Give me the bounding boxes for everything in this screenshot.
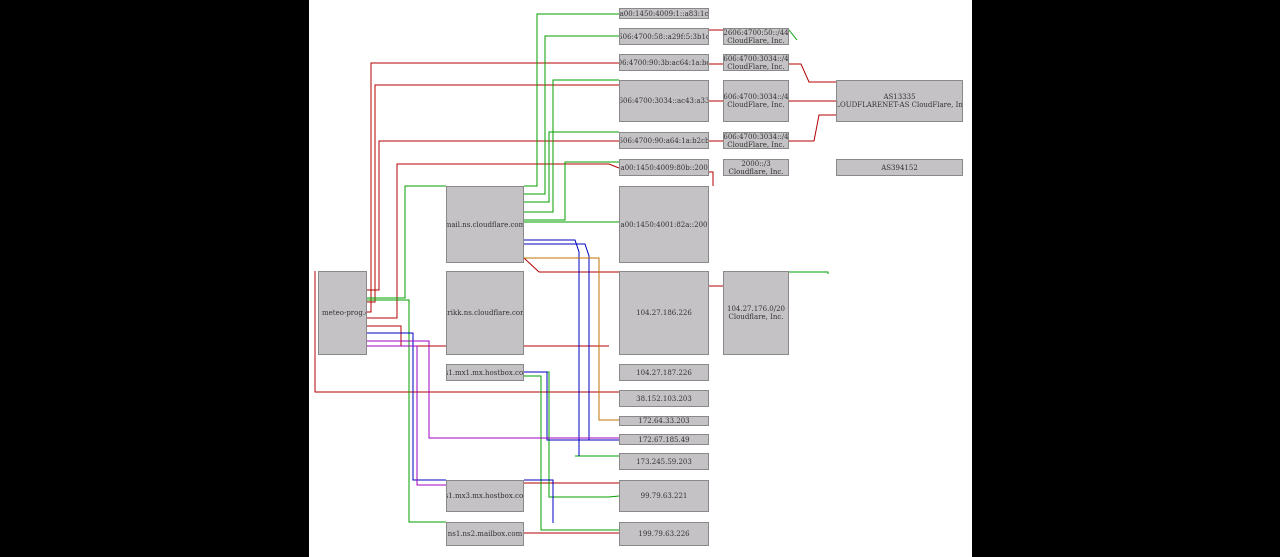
edge-red-1 <box>367 84 619 303</box>
edge-green-19 <box>524 35 619 195</box>
edge-orange-39 <box>524 257 619 421</box>
node-ns-elidi[interactable]: krikk.ns.cloudflare.com <box>446 271 524 355</box>
edge-green-30 <box>788 29 798 41</box>
edge-red-11 <box>789 63 836 83</box>
edge-red-0 <box>367 62 619 313</box>
node-domain-label: meteo-prog.com <box>322 309 366 317</box>
edge-green-24 <box>367 185 446 299</box>
node-mx3[interactable]: ns1.mx3.mx.hostbox.com <box>446 480 524 512</box>
edge-red-2 <box>367 140 619 291</box>
node-pfx-5-label: 2000::/3 Cloudflare, Inc. <box>728 159 784 176</box>
node-v6-b-label: 2606:4700:58::a29f:5:3b1cb <box>619 32 708 41</box>
node-v6-b[interactable]: 2606:4700:58::a29f:5:3b1cb <box>619 28 709 45</box>
node-asn-cloudflare-label: AS13335 CLOUDFLARENET-AS CloudFlare, Inc… <box>836 93 963 109</box>
edge-green-31 <box>789 271 829 274</box>
edge-red-3 <box>367 163 620 319</box>
node-ip-4[interactable]: 172.64.33.203 <box>619 416 709 426</box>
node-v6-a[interactable]: 2a00:1450:4009:1::a83:1cb <box>619 8 709 19</box>
node-mx3-label: ns1.mx3.mx.hostbox.com <box>447 492 524 500</box>
node-asn-other-label: AS394152 <box>881 163 918 172</box>
node-ip-2[interactable]: 104.27.187.226 <box>619 364 709 381</box>
node-ip-2-label: 104.27.187.226 <box>636 368 692 377</box>
node-v6-a-label: 2a00:1450:4009:1::a83:1cb <box>619 9 709 18</box>
diagram-canvas: meteo-prog.com mail.ns.cloudflare.com kr… <box>309 0 972 557</box>
node-pfx-3-label: 2606:4700:3034::/48 CloudFlare, Inc. <box>723 93 789 109</box>
edge-blue-34 <box>367 332 446 481</box>
node-pfx-1-label: 2606:4700:50::/44 CloudFlare, Inc. <box>723 28 789 45</box>
edge-blue-32 <box>524 239 580 456</box>
node-ip-4-label: 172.64.33.203 <box>638 417 690 425</box>
edge-blue-36 <box>524 479 554 523</box>
node-asn-other[interactable]: AS394152 <box>836 159 963 176</box>
node-ns-cloudflare[interactable]: mail.ns.cloudflare.com <box>446 186 524 263</box>
edge-red-6 <box>523 257 619 273</box>
node-pfx-6-label: 104.27.176.0/20 Cloudflare, Inc. <box>726 305 786 321</box>
node-v6-g[interactable]: 2a00:1450:4001:82a::2003 <box>619 186 709 263</box>
node-ip-5[interactable]: 172.67.185.49 <box>619 434 709 445</box>
node-mx2-label: ns1.ns2.mailbox.com <box>447 530 523 538</box>
node-domain[interactable]: meteo-prog.com <box>318 271 367 355</box>
edge-green-18 <box>524 13 619 187</box>
node-asn-cloudflare[interactable]: AS13335 CLOUDFLARENET-AS CloudFlare, Inc… <box>836 80 963 122</box>
node-mx1-label: ns1.mx1.mx.hostbox.com <box>447 368 524 377</box>
node-mx1[interactable]: ns1.mx1.mx.hostbox.com <box>446 364 524 381</box>
node-v6-e[interactable]: 2606:4700:90:a64:1a:b2cb2 <box>619 132 709 149</box>
edge-red-14 <box>709 171 714 186</box>
node-v6-d-label: 2606:4700:3034::ac43:a331 <box>619 97 709 105</box>
node-pfx-4[interactable]: 2606:4700:3034::/48 CloudFlare, Inc. <box>723 132 789 149</box>
edges-layer <box>314 13 836 534</box>
node-pfx-1[interactable]: 2606:4700:50::/44 CloudFlare, Inc. <box>723 28 789 45</box>
node-pfx-6[interactable]: 104.27.176.0/20 Cloudflare, Inc. <box>723 271 789 355</box>
node-pfx-5[interactable]: 2000::/3 Cloudflare, Inc. <box>723 159 789 176</box>
node-mx2[interactable]: ns1.ns2.mailbox.com <box>446 522 524 546</box>
node-ns-cloudflare-label: mail.ns.cloudflare.com <box>446 220 524 229</box>
edge-blue-35 <box>524 371 619 441</box>
node-v6-c[interactable]: 2606:4700:90:3b:ac64:1a:bcb2 <box>619 54 709 71</box>
edge-red-5 <box>314 271 619 393</box>
node-v6-d[interactable]: 2606:4700:3034::ac43:a331 <box>619 80 709 122</box>
node-ip-3-label: 38.152.103.203 <box>636 394 692 403</box>
node-pfx-2[interactable]: 2606:4700:3034::/48 CloudFlare, Inc. <box>723 54 789 71</box>
node-ip-8-label: 199.79.63.226 <box>638 530 690 538</box>
node-ip-7-label: 99.79.63.221 <box>640 492 688 500</box>
node-ip-8[interactable]: 199.79.63.226 <box>619 522 709 546</box>
node-v6-f[interactable]: 2a00:1450:4009:80b::200e <box>619 159 709 176</box>
node-ip-3[interactable]: 38.152.103.203 <box>619 390 709 407</box>
edge-green-22 <box>524 161 619 221</box>
node-ip-7[interactable]: 99.79.63.221 <box>619 480 709 512</box>
node-pfx-4-label: 2606:4700:3034::/48 CloudFlare, Inc. <box>723 132 789 149</box>
edge-green-26 <box>524 371 620 498</box>
node-ip-1[interactable]: 104.27.186.226 <box>619 271 709 355</box>
edge-green-27 <box>524 375 619 531</box>
edge-purple-38 <box>367 345 446 486</box>
edge-red-13 <box>789 114 836 142</box>
node-v6-g-label: 2a00:1450:4001:82a::2003 <box>619 220 709 229</box>
edge-green-25 <box>367 299 446 523</box>
node-ip-6[interactable]: 173.245.59.203 <box>619 453 709 470</box>
edge-green-21 <box>524 79 619 213</box>
node-pfx-3[interactable]: 2606:4700:3034::/48 CloudFlare, Inc. <box>723 80 789 122</box>
edge-green-20 <box>524 131 619 203</box>
node-v6-c-label: 2606:4700:90:3b:ac64:1a:bcb2 <box>620 58 708 67</box>
edge-purple-37 <box>367 340 619 439</box>
node-ip-1-label: 104.27.186.226 <box>636 309 692 317</box>
node-ns-elidi-label: krikk.ns.cloudflare.com <box>446 309 524 317</box>
node-v6-f-label: 2a00:1450:4009:80b::200e <box>619 163 709 172</box>
node-pfx-2-label: 2606:4700:3034::/48 CloudFlare, Inc. <box>723 54 789 71</box>
node-ip-6-label: 173.245.59.203 <box>636 457 692 466</box>
edge-blue-33 <box>524 243 590 440</box>
node-ip-5-label: 172.67.185.49 <box>638 435 690 444</box>
node-v6-e-label: 2606:4700:90:a64:1a:b2cb2 <box>619 136 709 145</box>
